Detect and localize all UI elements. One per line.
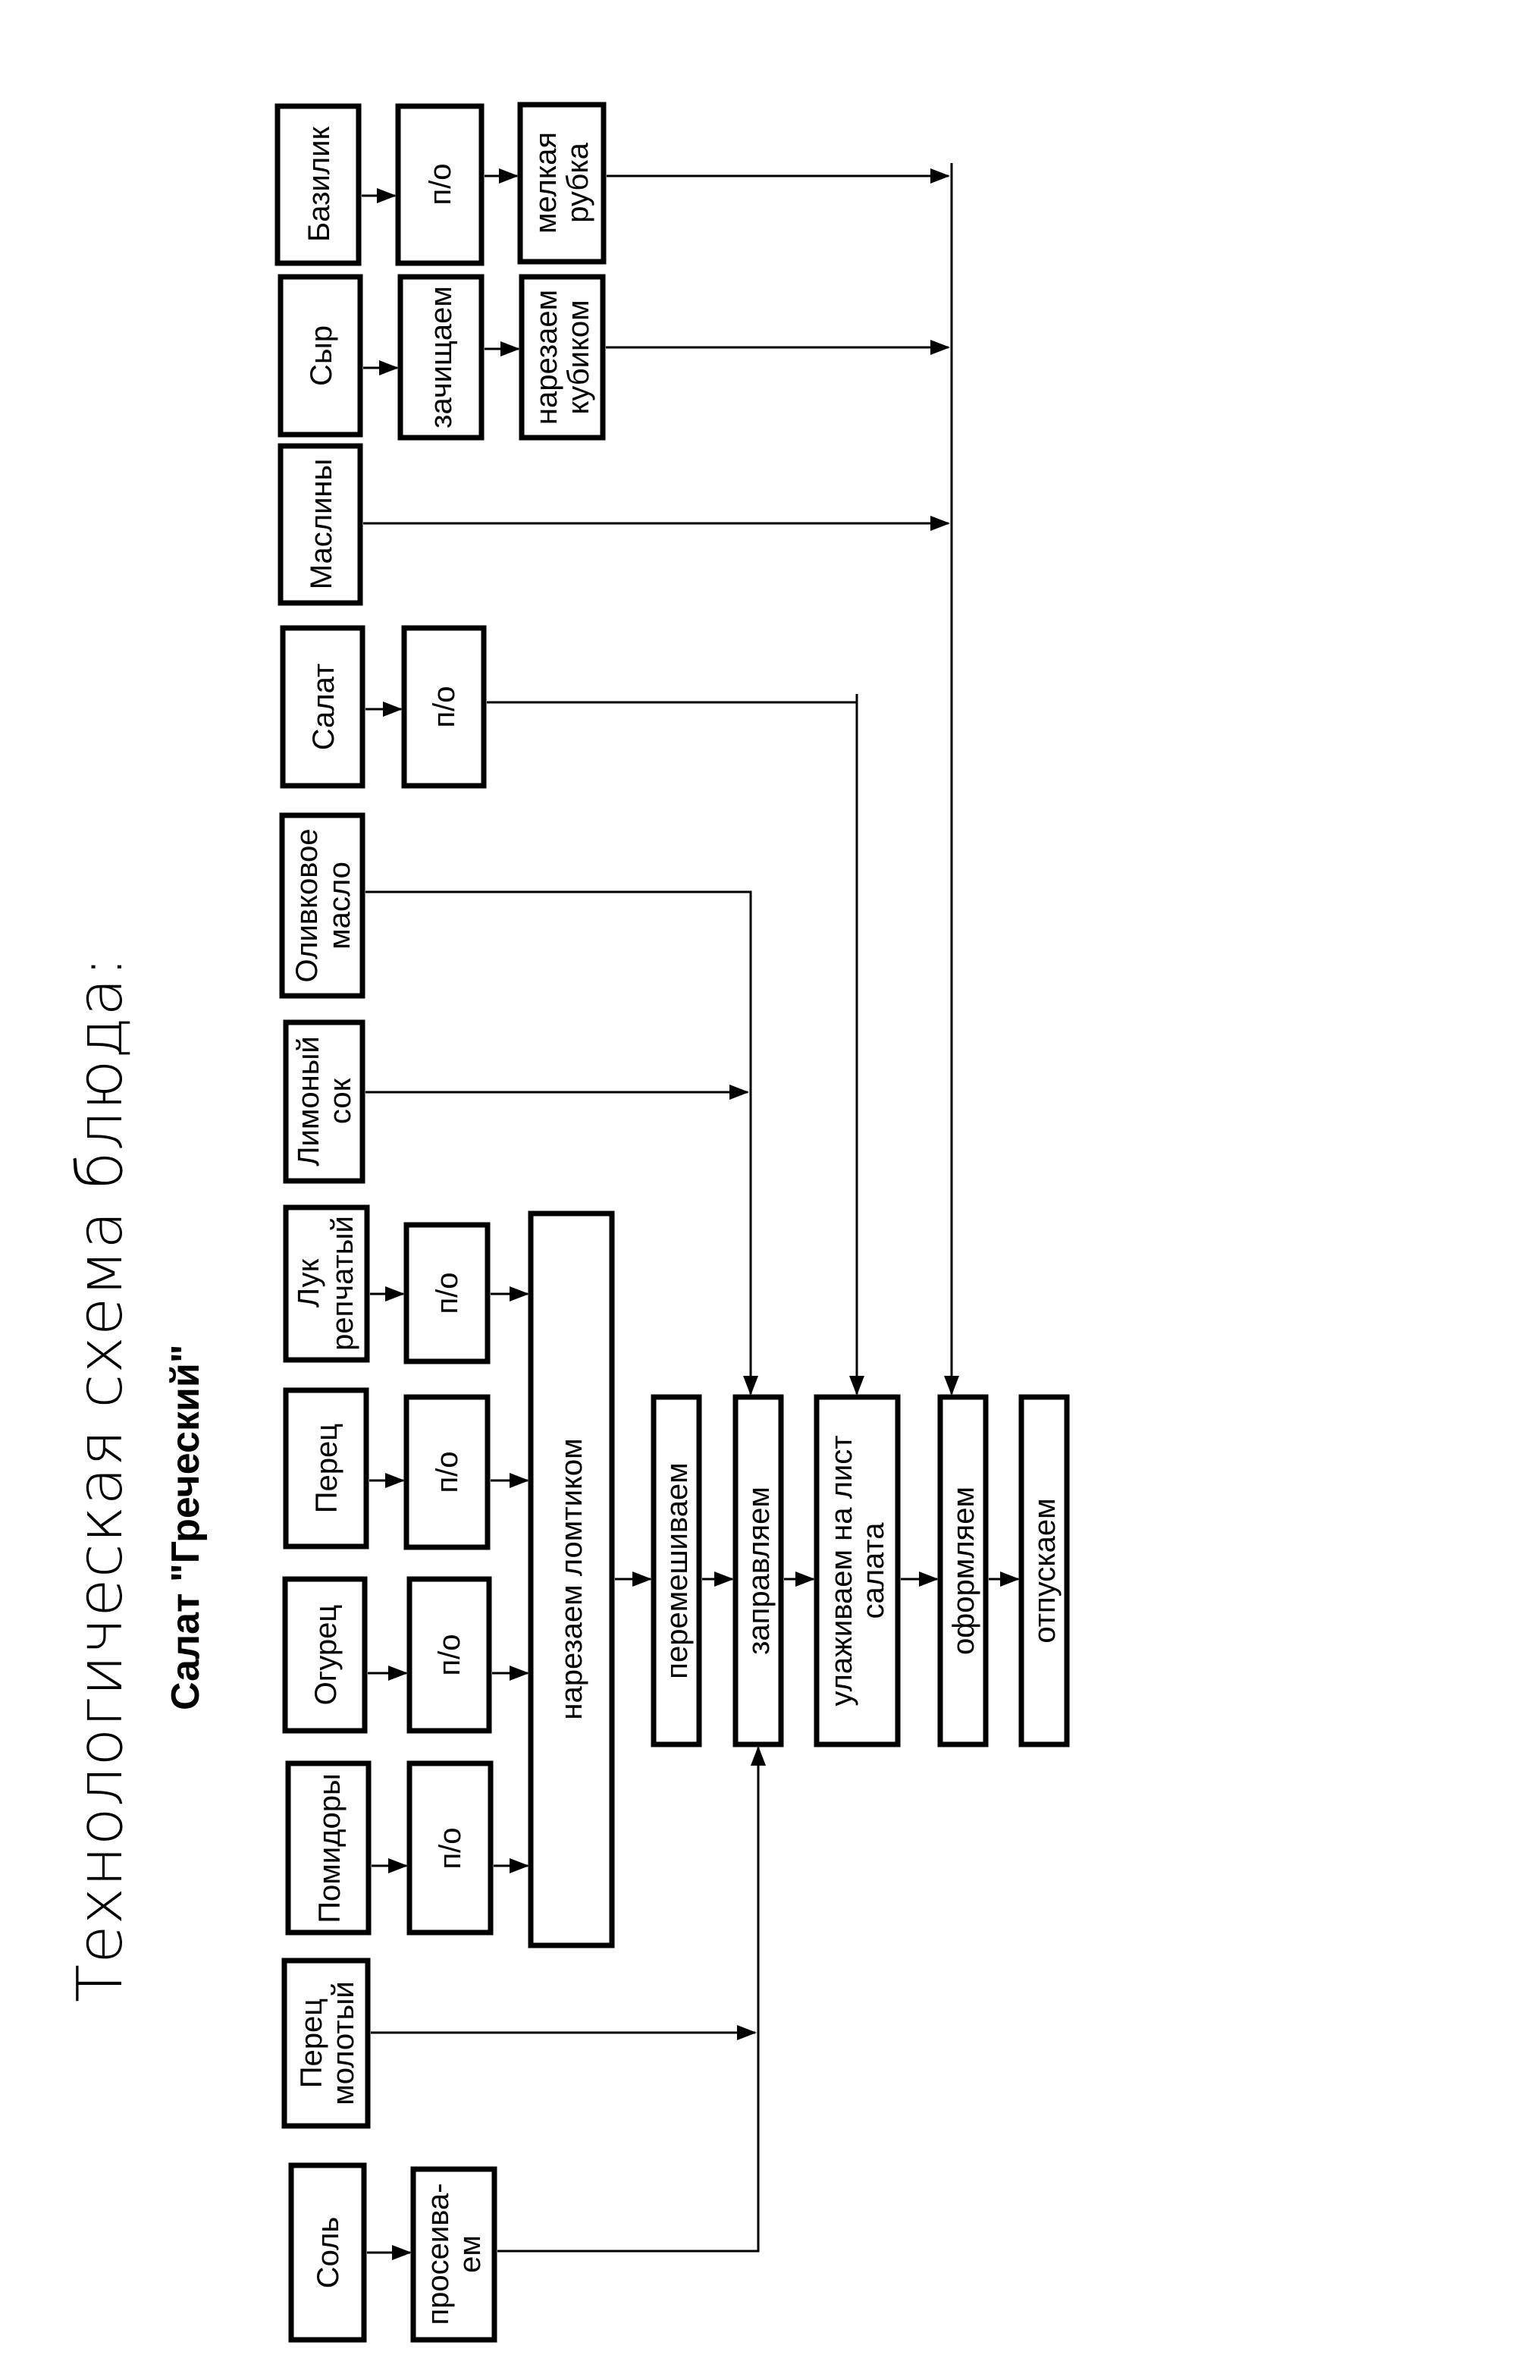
svg-text:отпускаем: отпускаем — [1028, 1498, 1062, 1643]
svg-text:рубка: рубка — [561, 142, 594, 223]
svg-text:молотый: молотый — [327, 1981, 360, 2105]
svg-text:ем: ем — [453, 2235, 487, 2273]
svg-text:салата: салата — [857, 1522, 890, 1619]
step-dress: заправляем — [732, 1394, 784, 1747]
ingredient-pepper: Перец — [283, 1387, 369, 1550]
step-lay-on-lettuce-leaf: улаживаем на лист салата — [814, 1394, 901, 1747]
step-po-basil: п/о — [395, 103, 485, 266]
svg-text:Лимоный: Лимоный — [292, 1036, 325, 1166]
ingredient-basil: Базилик — [274, 103, 362, 266]
svg-text:масло: масло — [323, 862, 356, 950]
svg-text:п/о: п/о — [434, 1827, 467, 1869]
svg-text:Помидоры: Помидоры — [313, 1773, 347, 1923]
step-po-lettuce: п/о — [401, 625, 487, 789]
svg-text:репчатый: репчатый — [326, 1216, 359, 1351]
svg-text:Соль: Соль — [312, 2217, 345, 2288]
svg-text:просеива-: просеива- — [422, 2183, 455, 2325]
svg-text:п/о: п/о — [433, 1634, 466, 1675]
step-garnish: оформляем — [937, 1394, 989, 1747]
step-cheese-clean: зачищаем — [397, 274, 485, 441]
svg-text:Маслины: Маслины — [305, 459, 338, 590]
line-olive-oil-to-bus — [365, 890, 752, 1380]
ingredient-tomatoes: Помидоры — [285, 1760, 372, 1936]
svg-text:кубиком: кубиком — [562, 300, 595, 414]
svg-text:зачищаем: зачищаем — [425, 286, 458, 429]
svg-text:п/о: п/о — [424, 163, 457, 205]
svg-text:улаживаем на лист: улаживаем на лист — [825, 1435, 858, 1706]
diagram-title: Технологическая схема блюда: — [64, 956, 136, 2002]
svg-text:сок: сок — [324, 1078, 357, 1124]
step-cheese-dice: нарезаем кубиком — [519, 274, 606, 441]
svg-text:Огурец: Огурец — [309, 1605, 343, 1706]
svg-text:нарезаем ломтиком: нарезаем ломтиком — [555, 1438, 588, 1719]
svg-text:Сыр: Сыр — [305, 325, 338, 386]
step-po-tomatoes: п/о — [406, 1760, 494, 1936]
svg-text:п/о: п/о — [431, 1451, 464, 1493]
ingredient-lettuce: Салат — [280, 625, 365, 789]
svg-text:мелкая: мелкая — [529, 132, 563, 234]
svg-text:Перец: Перец — [295, 1999, 328, 2088]
svg-text:п/о: п/о — [428, 686, 461, 727]
svg-text:Оливковое: Оливковое — [290, 828, 324, 982]
step-serve: отпускаем — [1018, 1394, 1070, 1747]
ingredient-olive-oil: Оливковое масло — [279, 812, 365, 999]
diagram-subtitle: Салат "Греческий" — [164, 1345, 208, 1710]
ingredient-salt: Соль — [288, 2162, 367, 2343]
step-po-pepper: п/о — [403, 1394, 491, 1550]
svg-text:нарезаем: нарезаем — [530, 290, 563, 425]
svg-text:перемешиваем: перемешиваем — [660, 1462, 694, 1678]
step-slice-wedges: нарезаем ломтиком — [528, 1210, 615, 1948]
svg-text:оформляем: оформляем — [947, 1487, 980, 1655]
ingredient-black-pepper: Перец молотый — [281, 1958, 371, 2129]
ingredient-cheese: Сыр — [278, 274, 363, 438]
ingredient-lemon-juice: Лимоный сок — [283, 1019, 365, 1184]
line-sift-to-dress-bus — [497, 1750, 760, 2253]
step-sift: просеива- ем — [410, 2166, 497, 2343]
svg-text:Салат: Салат — [307, 664, 340, 751]
ingredient-olives: Маслины — [278, 443, 363, 606]
ingredient-onion: Лук репчатый — [283, 1204, 370, 1363]
svg-text:Перец: Перец — [310, 1424, 343, 1513]
svg-text:Базилик: Базилик — [303, 127, 336, 242]
ingredient-cucumber: Огурец — [282, 1576, 368, 1734]
step-po-cucumber: п/о — [406, 1576, 492, 1734]
svg-text:заправляем: заправляем — [742, 1487, 776, 1655]
step-po-onion: п/о — [403, 1222, 491, 1364]
svg-text:п/о: п/о — [431, 1272, 464, 1314]
svg-text:Лук: Лук — [292, 1258, 325, 1308]
step-basil-chop: мелкая рубка — [517, 102, 607, 265]
step-mix: перемешиваем — [651, 1394, 702, 1747]
